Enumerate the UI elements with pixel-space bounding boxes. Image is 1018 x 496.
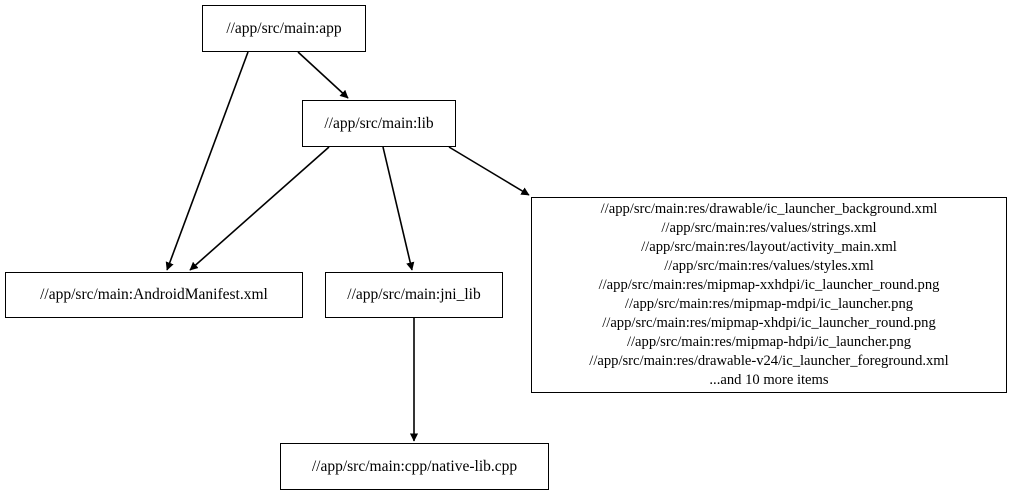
node-label: //app/src/main:app [226,19,342,37]
node-label-line: //app/src/main:res/mipmap-xxhdpi/ic_laun… [598,276,940,293]
graph-node-androidmanifest[interactable]: //app/src/main:AndroidManifest.xml [5,272,303,318]
edge-app-to-lib [297,51,349,99]
node-label-line: //app/src/main:res/values/strings.xml [661,219,877,236]
graph-node-lib[interactable]: //app/src/main:lib [302,100,456,147]
node-label-line: //app/src/main:res/layout/activity_main.… [641,238,897,255]
node-label: //app/src/main:AndroidManifest.xml [40,286,268,304]
node-label: //app/src/main:cpp/native-lib.cpp [311,457,518,475]
edge-app-to-manifest [165,51,249,271]
node-label: //app/src/main:lib [324,114,434,132]
node-label-line: //app/src/main:res/drawable/ic_launcher_… [600,200,938,217]
edge-lib-to-res [448,146,530,196]
node-label: //app/src/main:jni_lib [347,286,481,304]
edge-lib-to-jni [382,146,415,271]
node-label-line: //app/src/main:res/mipmap-xhdpi/ic_launc… [602,315,936,332]
edge-lib-to-manifest [189,146,330,271]
node-label-line: //app/src/main:res/mipmap-hdpi/ic_launch… [626,334,912,351]
graph-node-native-lib-cpp[interactable]: //app/src/main:cpp/native-lib.cpp [280,443,549,490]
node-label-line-more: ...and 10 more items [709,372,829,389]
node-label-line: //app/src/main:res/mipmap-mdpi/ic_launch… [624,296,914,312]
graph-node-res-group[interactable]: //app/src/main:res/drawable/ic_launcher_… [531,197,1007,393]
node-label-line: //app/src/main:res/drawable-v24/ic_launc… [589,353,949,370]
node-label-line: //app/src/main:res/values/styles.xml [664,257,874,274]
graph-node-jni-lib[interactable]: //app/src/main:jni_lib [325,272,503,318]
graph-node-app[interactable]: //app/src/main:app [202,5,366,52]
